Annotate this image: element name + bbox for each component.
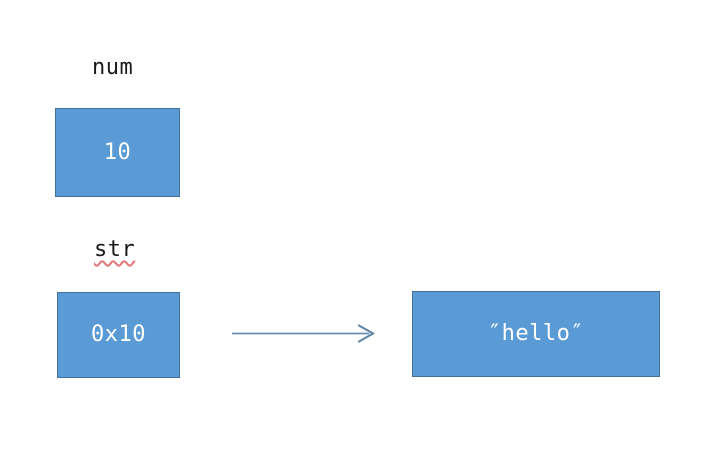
pointer-arrow-icon <box>232 324 376 343</box>
memory-box-pointer-value: 0x10 <box>91 322 146 347</box>
memory-box-num-value: 10 <box>103 139 132 165</box>
variable-label-str: str <box>94 237 136 262</box>
memory-box-num[interactable]: 10 <box>55 108 180 197</box>
memory-box-pointer[interactable]: 0x10 <box>57 292 180 378</box>
arrow-head <box>357 324 376 343</box>
memory-box-string-value: ″hello″ <box>487 321 585 346</box>
variable-label-num: num <box>92 55 134 80</box>
memory-box-string[interactable]: ″hello″ <box>412 291 660 377</box>
